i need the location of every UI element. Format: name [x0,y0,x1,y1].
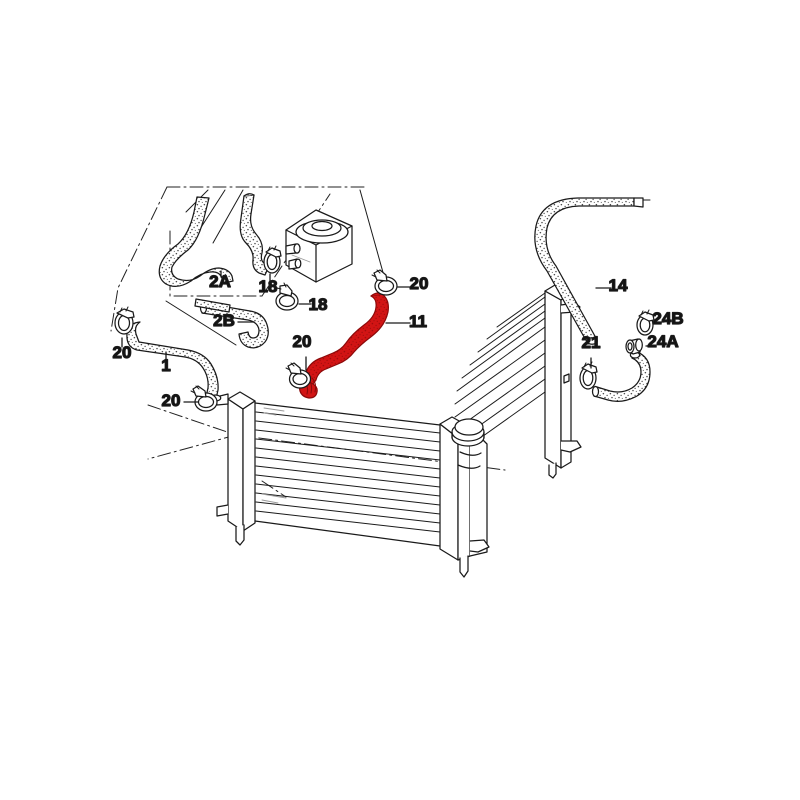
expansion-tank [285,209,353,283]
clamp-20-c [285,362,312,389]
hose-2b [194,298,269,349]
ring-24a [625,338,643,355]
clamp-18-b [275,282,299,311]
hose-2a [158,196,234,288]
callout-label-11: 11 [409,312,427,331]
tank-leader-line [359,189,385,277]
callout-label-24a: 24A [647,332,678,351]
callout-label-21: 21 [582,333,601,352]
clamp-20-b [190,385,218,412]
callout-label-18: 18 [309,295,328,314]
callout-label-1: 1 [161,356,170,375]
callout-label-20: 20 [293,332,312,351]
clamp-24b [636,309,655,336]
callout-label-2a: 2A [209,272,231,291]
hose-14 [534,197,651,345]
callout-label-14: 14 [609,276,628,295]
radiator-rear [454,284,582,479]
callout-label-20: 20 [410,274,429,293]
radiator-front [215,391,490,578]
hose-1 [126,321,222,402]
clamp-21 [579,361,598,390]
callout-label-2b: 2B [213,311,235,330]
callout-label-20: 20 [113,343,132,362]
clamp-18-a [263,245,282,274]
hose-lower-right [591,351,651,402]
callout-label-20: 20 [162,391,181,410]
clamp-20-d [371,269,398,296]
callout-label-24b: 24B [652,309,683,328]
callout-leaders [121,270,665,403]
clamp-20-a [114,306,135,335]
callout-label-18: 18 [259,277,278,296]
